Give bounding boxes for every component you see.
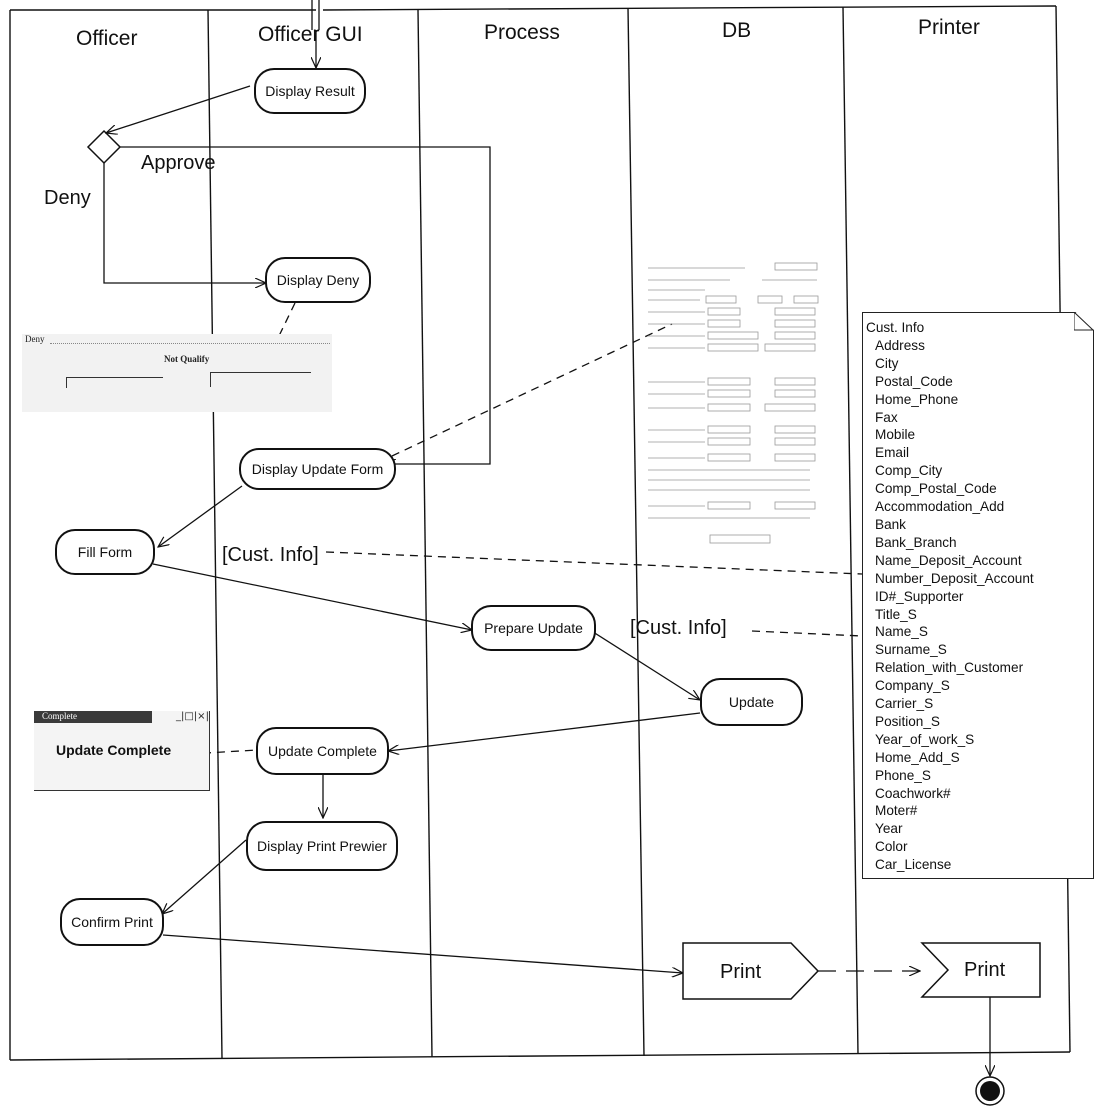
note-item: Carrier_S	[875, 696, 934, 712]
note-item: Relation_with_Customer	[875, 660, 1024, 676]
activity-display-deny: Display Deny	[265, 257, 371, 303]
note-item: Year_of_work_S	[875, 731, 975, 747]
deny-dialog-field-1	[66, 377, 163, 388]
activity-display-update-form: Display Update Form	[239, 448, 396, 490]
object-flow-cust-info-2: [Cust. Info]	[630, 617, 727, 639]
note-item: Name_Deposit_Account	[875, 552, 1022, 568]
note-item: Email	[875, 445, 909, 461]
note-item: Address	[875, 337, 925, 353]
activity-prepare-update: Prepare Update	[471, 605, 596, 651]
note-item: Fax	[875, 409, 898, 425]
note-item: Color	[875, 839, 908, 855]
note-item: Bank	[875, 516, 906, 532]
window-controls-icon: _|□|×|	[176, 711, 209, 722]
dashed-links	[188, 302, 920, 971]
note-item: Year	[875, 821, 903, 837]
note-item: City	[875, 355, 899, 371]
final-node	[980, 1081, 1000, 1101]
guard-deny: Deny	[44, 187, 91, 209]
lane-title-process: Process	[484, 21, 560, 44]
note-item: Position_S	[875, 713, 940, 729]
activity-confirm-print: Confirm Print	[60, 898, 164, 946]
note-item: Postal_Code	[875, 373, 953, 389]
note-item: Mobile	[875, 427, 916, 443]
note-item: Surname_S	[875, 642, 947, 658]
send-signal-print	[682, 942, 820, 1000]
note-item: Home_Add_S	[875, 749, 960, 765]
db-form-sketch	[648, 262, 819, 544]
note-item: Car_License	[875, 857, 952, 873]
object-flow-cust-info-1: [Cust. Info]	[222, 544, 319, 566]
complete-dialog-message: Update Complete	[56, 742, 172, 758]
note-item: Moter#	[875, 803, 918, 819]
deny-dialog-title: Deny	[25, 334, 45, 344]
note-item: Title_S	[875, 606, 917, 622]
guard-approve: Approve	[141, 152, 216, 174]
note-item: Name_S	[875, 624, 928, 640]
note-item: Comp_Postal_Code	[875, 481, 997, 497]
lane-title-db: DB	[722, 19, 752, 42]
activity-display-print-preview: Display Print Prewier	[246, 821, 398, 871]
note-folded-corner	[1074, 312, 1094, 331]
deny-dialog: Deny Not Qualify	[22, 334, 332, 412]
decision-node	[86, 129, 122, 165]
complete-dialog-title: Complete	[42, 711, 77, 721]
lane-title-officer: Officer	[76, 27, 138, 50]
activity-display-result: Display Result	[254, 68, 366, 114]
note-item: Comp_City	[875, 463, 943, 479]
note-item: Phone_S	[875, 767, 931, 783]
activity-update-complete: Update Complete	[256, 727, 389, 775]
note-item: Accommodation_Add	[875, 499, 1005, 515]
note-item: ID#_Supporter	[875, 588, 964, 604]
note-item: Coachwork#	[875, 785, 951, 801]
lane-title-printer: Printer	[918, 16, 980, 39]
accept-event-print-label: Print	[964, 959, 1006, 981]
accept-event-print	[920, 942, 1041, 998]
note-title: Cust. Info	[866, 320, 925, 335]
deny-dialog-message: Not Qualify	[164, 354, 210, 364]
note-item: Home_Phone	[875, 391, 959, 407]
lane-title-officer-gui: Officer GUI	[258, 23, 363, 46]
swimlane-frame	[9, 5, 1071, 1061]
note-item: Bank_Branch	[875, 534, 957, 550]
note-item: Number_Deposit_Account	[875, 570, 1034, 586]
control-flows	[103, 85, 990, 1076]
complete-dialog: Complete _|□|×| Update Complete	[34, 711, 210, 791]
activity-fill-form: Fill Form	[55, 529, 155, 575]
send-signal-print-label: Print	[720, 961, 762, 983]
note-item: Company_S	[875, 678, 950, 694]
complete-dialog-titlebar	[34, 711, 152, 723]
activity-update: Update	[700, 678, 803, 726]
incoming-flow	[312, 0, 319, 68]
deny-dialog-field-2	[210, 372, 311, 387]
deny-dialog-title-line	[50, 343, 330, 344]
